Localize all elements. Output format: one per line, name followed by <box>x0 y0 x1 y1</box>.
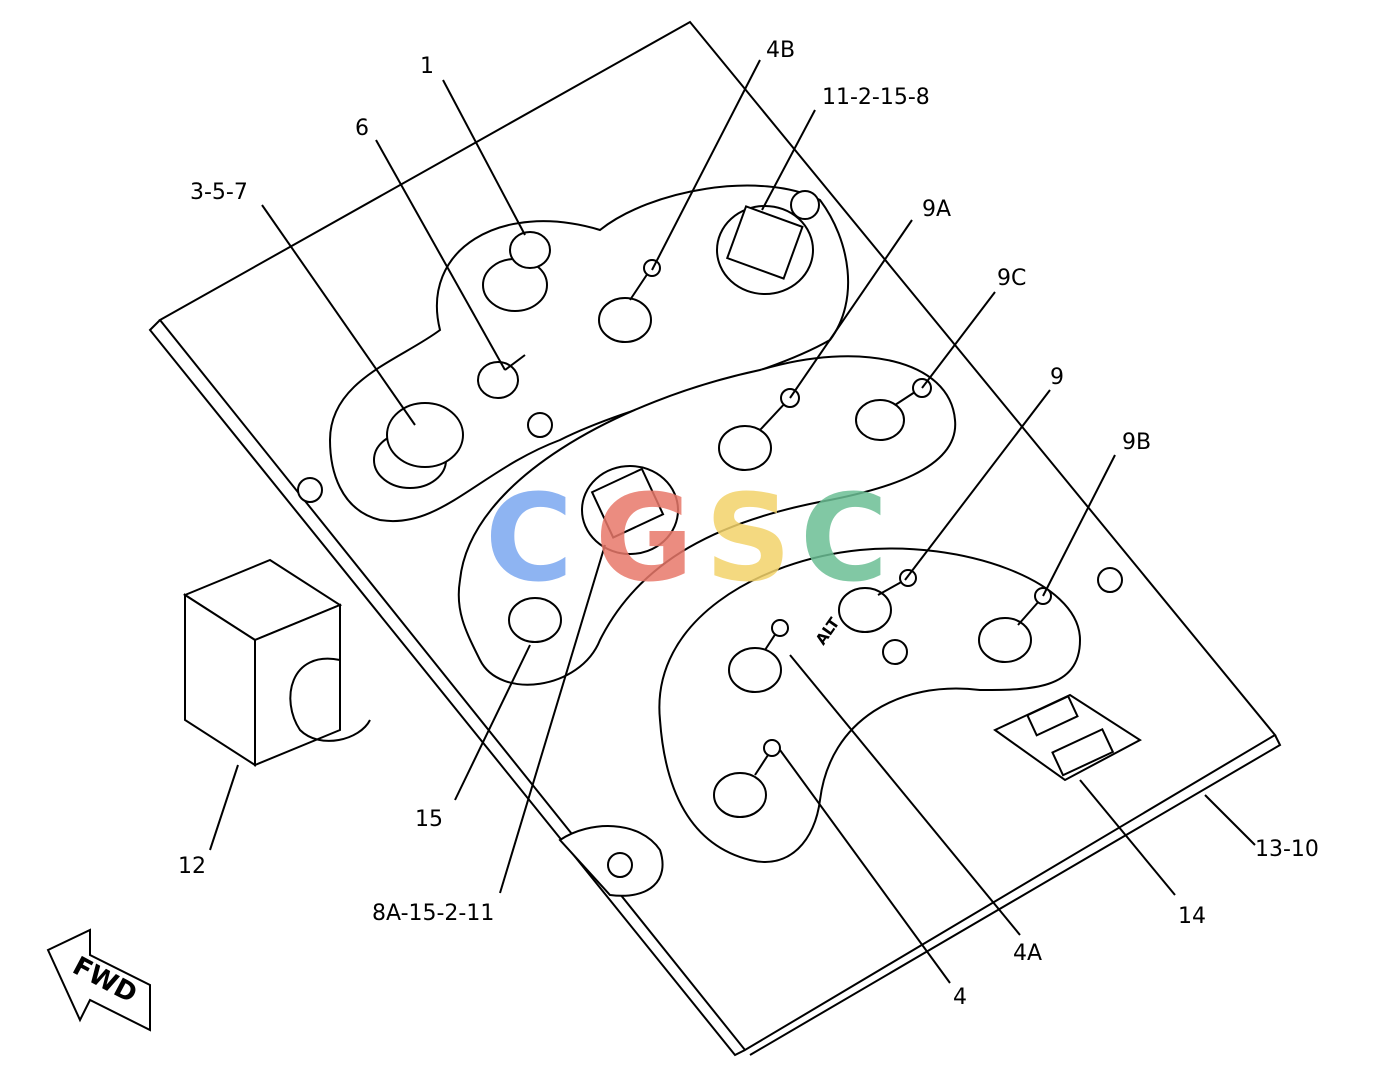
connector-14 <box>993 693 1142 782</box>
rotary-switch-11 <box>716 205 814 295</box>
callout-9a: 9A <box>922 197 951 222</box>
indicator-hole-upper <box>527 412 553 438</box>
switch-4a-toggle <box>728 619 789 693</box>
callout-9c: 9C <box>997 266 1026 291</box>
switch-4-toggle <box>713 739 781 818</box>
mounting-bracket-lower <box>558 825 664 897</box>
cgsc-watermark: C G S C <box>485 470 888 609</box>
callout-9b: 9B <box>1122 430 1151 455</box>
callout-14: 14 <box>1178 904 1206 929</box>
switch-9-toggle <box>838 569 917 633</box>
callout-6: 6 <box>355 116 369 141</box>
callout-4a: 4A <box>1013 941 1042 966</box>
indicator-lamp-15 <box>508 597 562 643</box>
watermark-letter-c1: C <box>485 470 573 609</box>
rotary-switch-8a <box>581 465 679 555</box>
callout-9: 9 <box>1050 365 1064 390</box>
lower-switch-plate <box>658 547 1123 863</box>
callout-8a-15-2-11: 8A-15-2-11 <box>372 901 494 926</box>
callout-4b: 4B <box>766 38 795 63</box>
pushbutton-3-5-7 <box>373 402 464 489</box>
watermark-letter-g: G <box>595 470 694 609</box>
indicator-hole-lower <box>882 639 908 665</box>
switch-1-pushbutton <box>482 231 551 312</box>
switch-9a-toggle <box>718 388 800 471</box>
callout-12: 12 <box>178 854 206 879</box>
watermark-letter-s: S <box>705 470 791 609</box>
leader-lines <box>209 59 1256 984</box>
switch-6-toggle <box>477 354 526 399</box>
callout-15: 15 <box>415 807 443 832</box>
watermark-letter-c2: C <box>800 470 888 609</box>
callout-11-2-15-8: 11-2-15-8 <box>822 85 930 110</box>
callout-13-10: 13-10 <box>1255 837 1319 862</box>
callout-3-5-7: 3-5-7 <box>190 180 248 205</box>
relay-block-12 <box>182 558 371 767</box>
fwd-arrow-icon: FWD <box>46 928 151 1032</box>
middle-switch-plate <box>457 355 957 686</box>
callout-1: 1 <box>420 54 434 79</box>
callout-4: 4 <box>953 985 967 1010</box>
